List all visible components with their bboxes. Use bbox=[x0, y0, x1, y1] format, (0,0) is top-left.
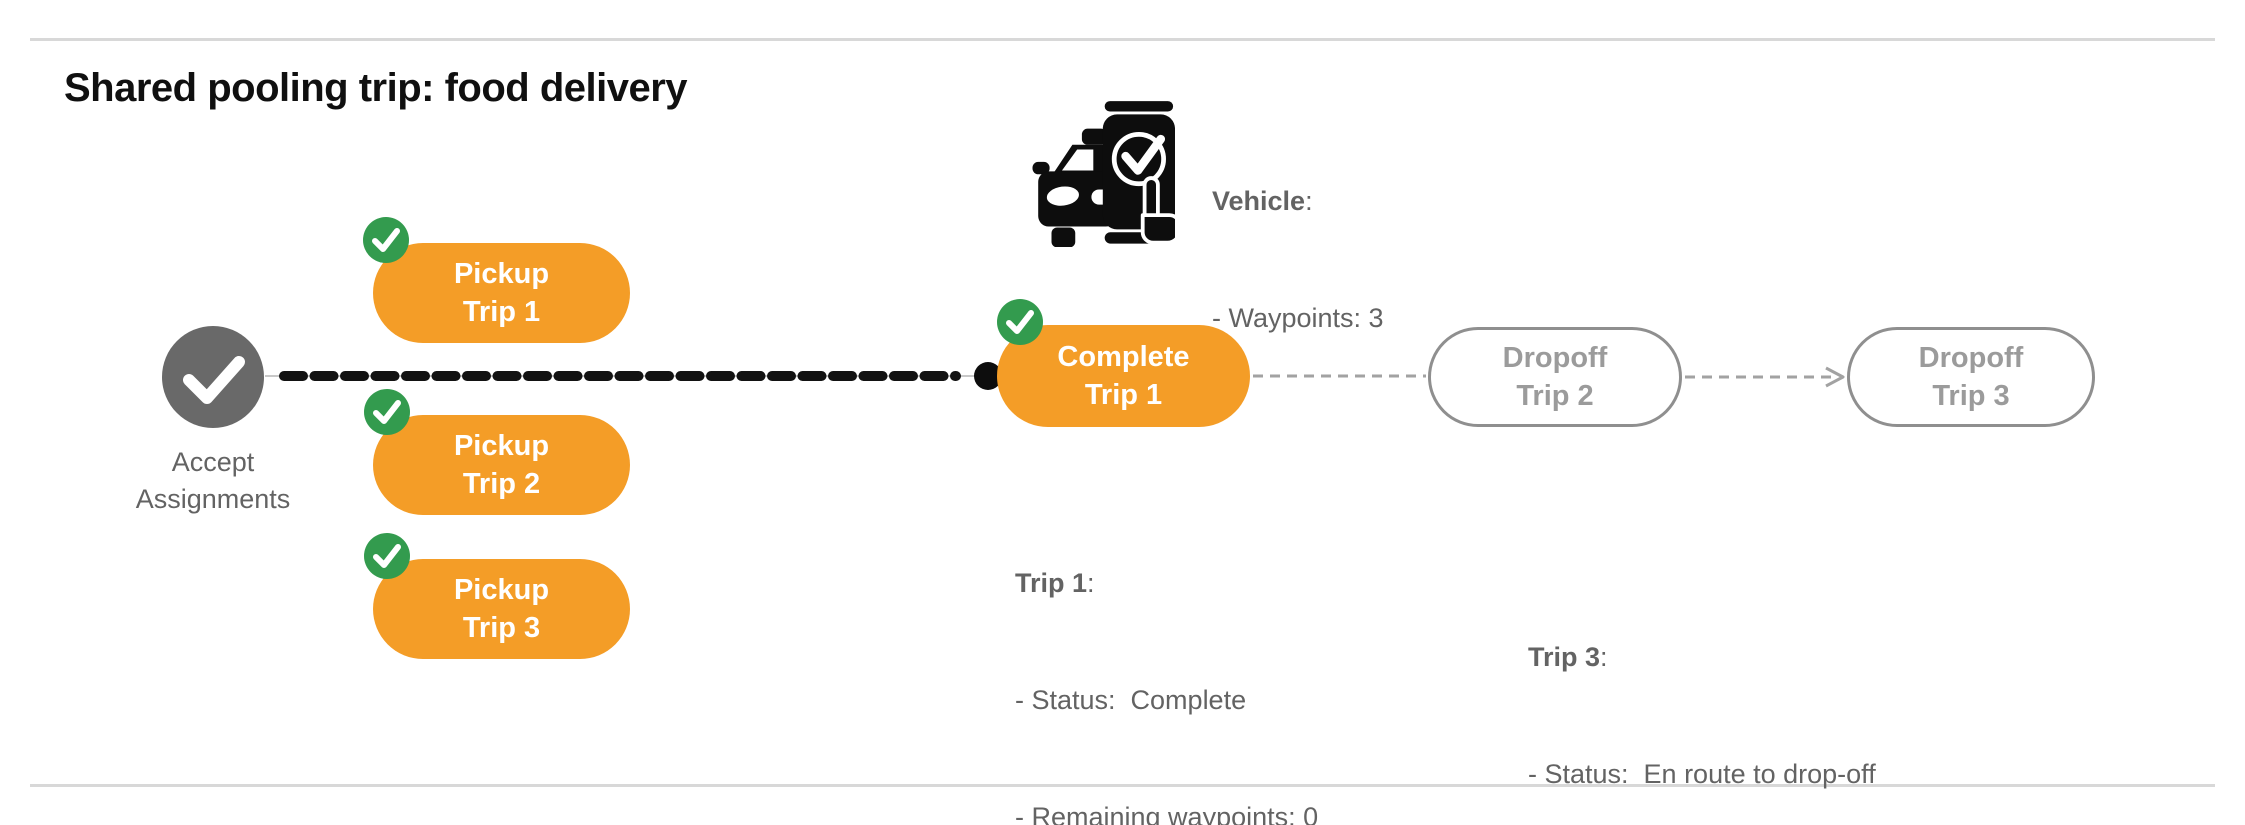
page-title: Shared pooling trip: food delivery bbox=[64, 66, 688, 110]
pickup-trip-1-node: Pickup Trip 1 bbox=[373, 243, 630, 343]
accept-assignments-node bbox=[162, 326, 264, 428]
pickup-trip-1-label: Pickup Trip 1 bbox=[453, 258, 550, 328]
dropoff-trip-3-node: Dropoff Trip 3 bbox=[1847, 327, 2095, 427]
car-mirror-shape bbox=[1032, 161, 1050, 175]
pickup-trip-2-node: Pickup Trip 2 bbox=[373, 415, 630, 515]
top-border-line bbox=[30, 38, 2215, 41]
check-badge bbox=[997, 299, 1043, 345]
check-icon bbox=[183, 356, 245, 404]
car-and-phone-icon bbox=[1032, 101, 1182, 248]
check-badge bbox=[364, 389, 410, 435]
check-icon bbox=[1121, 134, 1166, 175]
bottom-border-line bbox=[30, 784, 2215, 787]
trip-status-block-1-2: Trip 1: - Status: Complete - Remaining w… bbox=[1015, 486, 1363, 825]
check-icon bbox=[373, 400, 401, 424]
car-wheel-shape bbox=[1051, 227, 1076, 248]
trip-3-status: - Status: En route to drop-off bbox=[1528, 759, 1876, 789]
trip-1-status: - Status: Complete bbox=[1015, 685, 1247, 715]
check-icon bbox=[373, 544, 401, 568]
check-icon bbox=[372, 228, 400, 252]
trip-status-block-3: Trip 3: - Status: En route to drop-off -… bbox=[1528, 560, 1876, 825]
pickup-trip-3-node: Pickup Trip 3 bbox=[373, 559, 630, 659]
vehicle-heading: Vehicle: bbox=[1212, 186, 1313, 216]
dropoff-trip-3-label: Dropoff Trip 3 bbox=[1918, 342, 2024, 412]
trip-1-waypoints: - Remaining waypoints: 0 bbox=[1015, 802, 1319, 825]
check-badge bbox=[363, 217, 409, 263]
phone-top-bar bbox=[1104, 101, 1174, 112]
dropoff-trip-2-node: Dropoff Trip 2 bbox=[1428, 327, 1682, 427]
dropoff-trip-2-label: Dropoff Trip 2 bbox=[1502, 342, 1608, 412]
trip-1-heading: Trip 1: bbox=[1015, 568, 1095, 598]
vehicle-info: Vehicle: - Waypoints: 3 bbox=[1212, 104, 1384, 416]
check-icon bbox=[1006, 310, 1034, 334]
check-circle-outline bbox=[1111, 131, 1166, 187]
pickup-trip-3-label: Pickup Trip 3 bbox=[453, 574, 550, 644]
vehicle-phone-check-icon bbox=[1023, 92, 1182, 248]
complete-trip-1-node: Complete Trip 1 bbox=[997, 325, 1250, 427]
complete-trip-1-label: Complete Trip 1 bbox=[1057, 341, 1190, 411]
car-window-shape bbox=[1061, 149, 1094, 171]
arrowhead-icon bbox=[1825, 366, 1845, 388]
vehicle-waypoints: - Waypoints: 3 bbox=[1212, 303, 1384, 333]
accept-assignments-label: Accept Assignments bbox=[135, 447, 291, 514]
taxi-sign-shape bbox=[1081, 128, 1107, 145]
trip-3-heading: Trip 3: bbox=[1528, 642, 1608, 672]
check-badge bbox=[364, 533, 410, 579]
car-headlight-shape bbox=[1046, 186, 1079, 206]
pickup-trip-2-label: Pickup Trip 2 bbox=[453, 430, 550, 500]
